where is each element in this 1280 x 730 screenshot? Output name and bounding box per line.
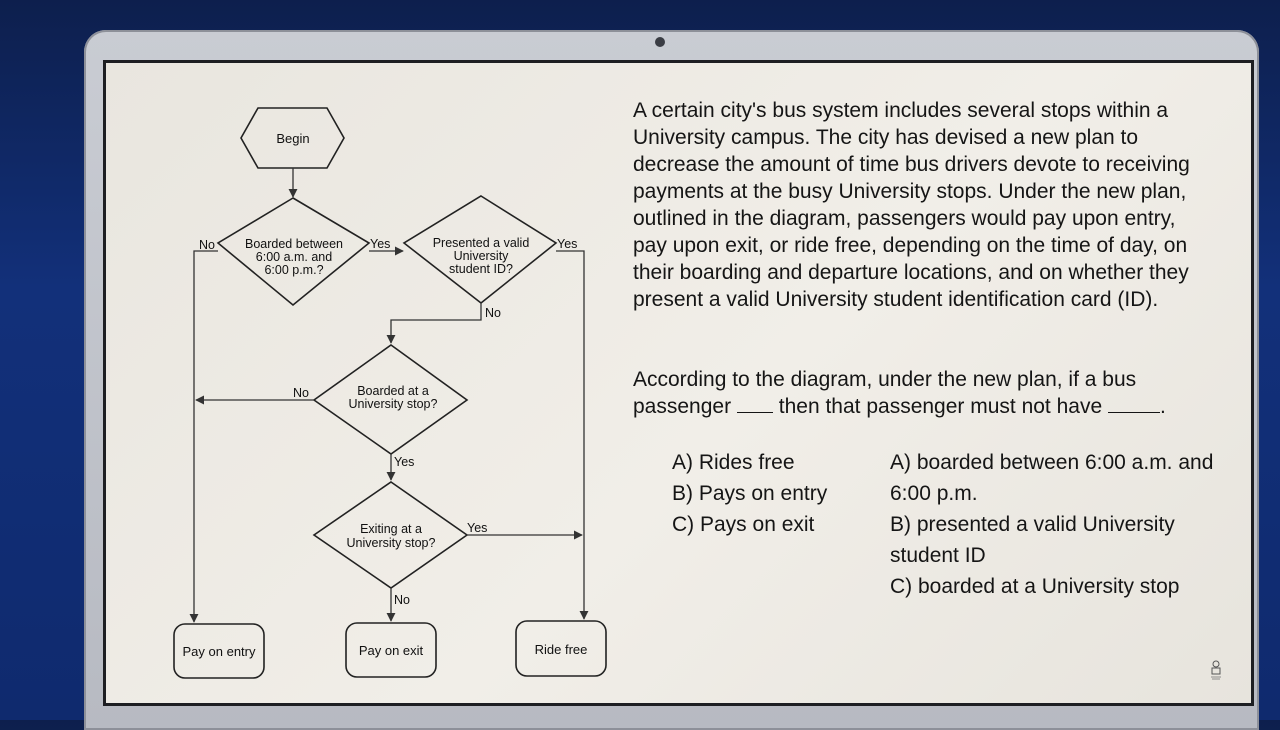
begin-label: Begin xyxy=(276,131,309,146)
edge-label-time-yes: Yes xyxy=(370,237,390,251)
decision-board-line1: Boarded at a xyxy=(357,384,429,398)
options-right-column: A) boarded between 6:00 a.m. and 6:00 p.… xyxy=(890,447,1220,602)
decision-time-line1: Boarded between xyxy=(245,237,343,251)
option-right-b[interactable]: B) presented a valid University student … xyxy=(890,513,1175,567)
blank-1 xyxy=(736,394,773,413)
edge-label-exit-yes: Yes xyxy=(467,521,487,535)
question-part2: then that passenger must not have xyxy=(778,395,1103,418)
publisher-logo-icon xyxy=(1211,660,1221,680)
option-right-c[interactable]: C) boarded at a University stop xyxy=(890,575,1180,598)
option-left-c[interactable]: C) Pays on exit xyxy=(672,513,815,536)
decision-time-line3: 6:00 p.m.? xyxy=(264,263,323,277)
pay-on-exit-label: Pay on exit xyxy=(359,643,424,658)
edge-label-id-yes: Yes xyxy=(557,237,577,251)
decision-time-line2: 6:00 a.m. and xyxy=(256,250,332,264)
arrow-id-yes xyxy=(556,250,589,620)
decision-time-diamond xyxy=(216,197,371,307)
options-left-column: A) Rides free B) Pays on entry C) Pays o… xyxy=(672,447,872,540)
pay-on-exit-box xyxy=(345,622,437,678)
decision-id-line1: Presented a valid xyxy=(433,236,530,250)
ride-free-box xyxy=(515,620,607,677)
option-left-a[interactable]: A) Rides free xyxy=(672,451,795,474)
flowchart: Begin Boarded between 6:00 a.m. and 6:00… xyxy=(173,107,607,679)
option-right-a[interactable]: A) boarded between 6:00 a.m. and 6:00 p.… xyxy=(890,451,1214,505)
pay-on-entry-box xyxy=(173,623,265,679)
webcam-icon xyxy=(655,37,665,47)
blank-2 xyxy=(1108,394,1160,413)
edge-label-board-no: No xyxy=(293,386,309,400)
pay-on-entry-label: Pay on entry xyxy=(183,644,256,659)
question-text: According to the diagram, under the new … xyxy=(633,366,1213,420)
question-part1: According to the diagram, under the new … xyxy=(633,368,1137,418)
screen: Begin Boarded between 6:00 a.m. and 6:00… xyxy=(103,60,1254,706)
decision-id-line2: University xyxy=(454,249,510,263)
arrow-id-no xyxy=(386,303,482,344)
decision-exit-line2: University stop? xyxy=(347,536,436,550)
arrow-time-no xyxy=(189,250,218,623)
passage-text: A certain city's bus system includes sev… xyxy=(633,99,1190,311)
edge-label-id-no: No xyxy=(485,306,501,320)
edge-label-time-no: No xyxy=(199,238,215,252)
begin-hexagon xyxy=(240,107,345,169)
question-end: . xyxy=(1160,395,1166,418)
option-left-b[interactable]: B) Pays on entry xyxy=(672,482,828,505)
decision-board-line2: University stop? xyxy=(349,397,438,411)
edge-label-board-yes: Yes xyxy=(394,455,414,469)
edge-label-exit-no: No xyxy=(394,593,410,607)
decision-id-line3: student ID? xyxy=(449,262,513,276)
ride-free-label: Ride free xyxy=(535,642,588,657)
decision-exit-line1: Exiting at a xyxy=(360,522,422,536)
